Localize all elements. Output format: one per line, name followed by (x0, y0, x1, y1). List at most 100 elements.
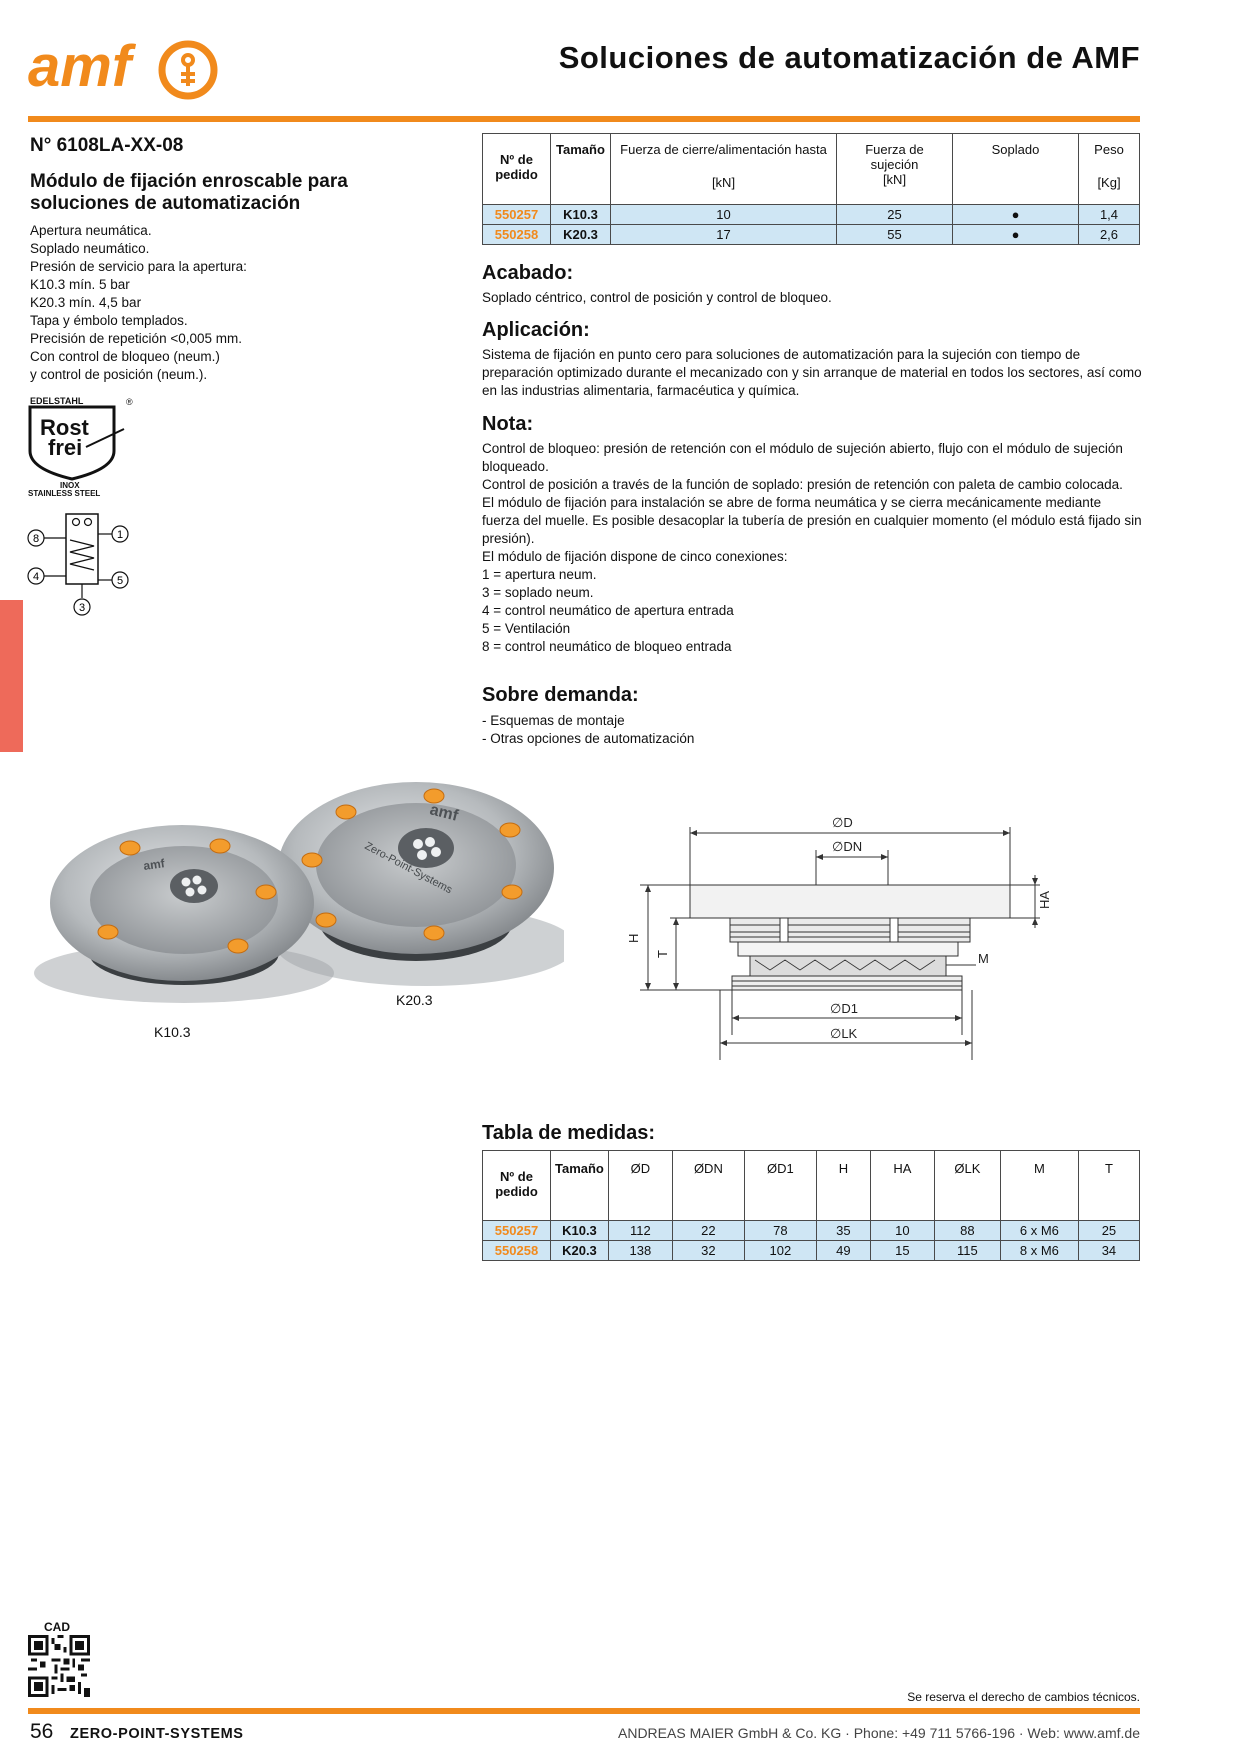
table-header-row: Nº de pedido Tamaño Fuerza de cierre/ali… (482, 133, 1140, 205)
col-weight-label: Peso (1094, 142, 1124, 157)
weight-cell: 2,6 (1078, 224, 1140, 245)
nota-line: El módulo de fijación dispone de cinco c… (482, 549, 788, 564)
feature-item: Con control de bloqueo (neum.) (30, 349, 220, 364)
header-rule (28, 116, 1140, 122)
badge-top: EDELSTAHL (30, 396, 84, 406)
d1-cell: 102 (743, 1240, 817, 1261)
clamp-cell: 55 (836, 224, 953, 245)
nota-list: Control de bloqueo: presión de retención… (482, 440, 1142, 656)
port-label: 4 (33, 571, 39, 583)
port-label: 5 (117, 575, 123, 587)
nota-line: 3 = soplado neum. (482, 585, 594, 600)
dim-ha-label: HA (1037, 891, 1052, 909)
ha-cell: 15 (869, 1240, 935, 1261)
dim-d1-label: ∅D1 (830, 1001, 858, 1016)
col-size: Tamaño (550, 1150, 609, 1221)
product-photo: amf Zero-Point-Systems amf (34, 782, 564, 1003)
d-cell: 138 (607, 1240, 673, 1261)
lk-cell: 115 (933, 1240, 1001, 1261)
col-clamp-unit: [kN] (882, 172, 907, 187)
col-force-unit: [kN] (711, 175, 736, 190)
col-force: Fuerza de cierre/alimentación hasta [kN] (610, 133, 837, 205)
nota-line: Control de bloqueo: presión de retención… (482, 441, 1123, 474)
table-header-row: Nº de pedido Tamaño ØD ØDN ØD1 H HA ØLK … (482, 1150, 1141, 1221)
nota-line: 5 = Ventilación (482, 621, 571, 636)
col-order-no: Nº de pedido (482, 1150, 551, 1221)
feature-item: Precisión de repetición <0,005 mm. (30, 331, 242, 346)
nota-line: El módulo de fijación para instalación s… (482, 495, 1142, 546)
d-cell: 112 (607, 1220, 673, 1241)
amf-logo: amf (28, 34, 218, 100)
table-row: 550257 K10.3 112 22 78 35 10 88 6 x M6 2… (482, 1220, 1141, 1241)
order-code: 550258 (482, 224, 551, 245)
size-cell: K10.3 (550, 204, 611, 225)
medidas-heading: Tabla de medidas: (482, 1122, 656, 1144)
nota-line: 4 = control neumático de apertura entrad… (482, 603, 734, 618)
dim-lk-label: ∅LK (830, 1026, 858, 1041)
col-m: M (999, 1150, 1079, 1221)
acabado-heading: Acabado: (482, 262, 574, 284)
company-info: ANDREAS MAIER GmbH & Co. KG · Phone: +49… (618, 1725, 1140, 1741)
dim-t-label: T (655, 950, 670, 958)
acabado-text: Soplado céntrico, control de posición y … (482, 290, 832, 305)
dn-cell: 22 (671, 1220, 745, 1241)
photo-brand-k20: amf (428, 801, 460, 825)
col-force-label: Fuerza de cierre/alimentación hasta (620, 142, 827, 157)
col-size: Tamaño (550, 133, 611, 205)
col-h: H (815, 1150, 871, 1221)
col-clamp-label: Fuerza de sujeción (865, 142, 924, 172)
demanda-list: - Esquemas de montaje - Otras opciones d… (482, 712, 1142, 748)
size-cell: K20.3 (550, 224, 611, 245)
dim-h-label: H (626, 934, 641, 943)
force-cell: 17 (610, 224, 837, 245)
feature-item: Apertura neumática. (30, 223, 152, 238)
col-weight-unit: [Kg] (1097, 175, 1121, 190)
article-number: N° 6108LA-XX-08 (30, 135, 184, 156)
cad-label: CAD (44, 1620, 70, 1634)
col-order-no: Nº de pedido (482, 133, 551, 205)
nota-line: Control de posición a través de la funci… (482, 477, 1123, 492)
aplicacion-heading: Aplicación: (482, 319, 590, 341)
t-cell: 34 (1077, 1240, 1141, 1261)
photo-label-k20: K20.3 (396, 992, 433, 1008)
col-dn: ØDN (671, 1150, 745, 1221)
qr-code-icon[interactable] (28, 1635, 90, 1697)
svg-text:®: ® (126, 397, 133, 407)
nota-heading: Nota: (482, 413, 534, 435)
col-t: T (1077, 1150, 1141, 1221)
order-code: 550257 (482, 204, 551, 225)
port-label: 8 (33, 533, 39, 545)
feature-item: Soplado neumático. (30, 241, 150, 256)
feature-item: K20.3 mín. 4,5 bar (30, 295, 142, 310)
ha-cell: 10 (869, 1220, 935, 1241)
badge-bottom1: INOX (60, 481, 80, 490)
product-title: Módulo de fijación enroscable para soluc… (30, 171, 348, 214)
col-weight: Peso [Kg] (1078, 133, 1140, 205)
feature-item: Tapa y émbolo templados. (30, 313, 188, 328)
spec-table: Nº de pedido Tamaño Fuerza de cierre/ali… (482, 133, 1140, 245)
feature-item: Presión de servicio para la apertura: (30, 259, 247, 274)
dim-d-label: ∅D (832, 815, 853, 830)
order-code: 550258 (482, 1240, 551, 1261)
page-title: Soluciones de automatización de AMF (558, 40, 1140, 75)
footer-rule (28, 1708, 1140, 1714)
clamp-cell: 25 (836, 204, 953, 225)
nota-line: 1 = apertura neum. (482, 567, 597, 582)
logo-text: amf (28, 34, 137, 99)
dimension-table: Nº de pedido Tamaño ØD ØDN ØD1 H HA ØLK … (482, 1150, 1141, 1261)
col-ha: HA (869, 1150, 935, 1221)
col-d: ØD (607, 1150, 673, 1221)
feature-item: y control de posición (neum.). (30, 367, 208, 382)
demanda-line: - Esquemas de montaje (482, 713, 625, 728)
port-label: 1 (117, 529, 123, 541)
table-row: 550258 K20.3 17 55 ● 2,6 (482, 224, 1140, 245)
demanda-line: - Otras opciones de automatización (482, 731, 695, 746)
table-row: 550258 K20.3 138 32 102 49 15 115 8 x M6… (482, 1240, 1141, 1261)
port-label: 3 (79, 602, 85, 614)
rostfrei-badge-icon: EDELSTAHL ® Rost frei INOX STAINLESS STE… (28, 396, 133, 497)
badge-bottom2: STAINLESS STEEL (28, 489, 100, 497)
demanda-heading: Sobre demanda: (482, 684, 639, 706)
badge-word2: frei (48, 435, 82, 460)
photo-label-k10: K10.3 (154, 1024, 191, 1040)
photo-brand-k10: amf (142, 856, 166, 873)
